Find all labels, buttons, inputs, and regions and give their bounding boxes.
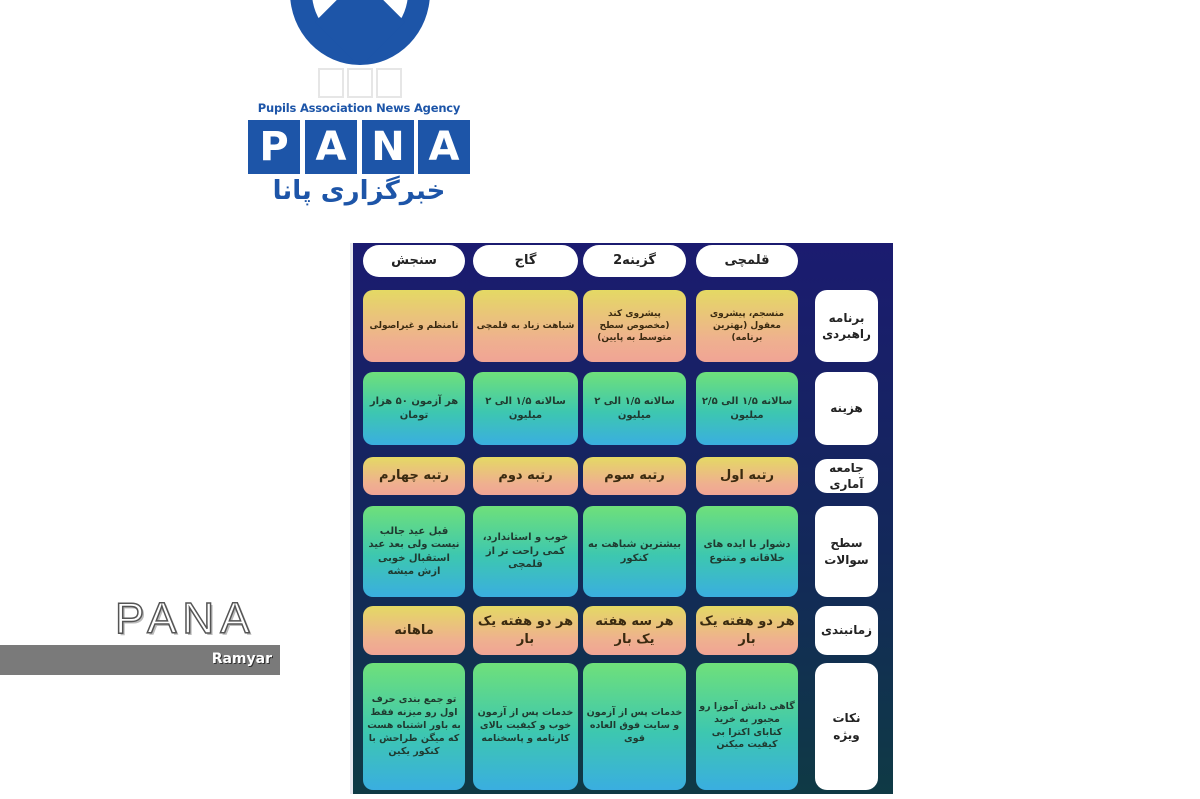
logo-decor-box (318, 68, 344, 98)
logo-tagline: Pupils Association News Agency (257, 101, 461, 115)
watermark-author: Ramyar (211, 651, 272, 667)
table-cell: قبل عید جالب نیست ولی بعد عید استقبال خو… (363, 506, 465, 597)
table-cell: خوب و استاندارد، کمی راحت تر از قلمچی (473, 506, 578, 597)
column-header: سنجش (363, 245, 465, 277)
table-cell: سالانه ۱/۵ الی ۲/۵ میلیون (696, 372, 798, 445)
logo-letter: A (418, 120, 470, 174)
logo-persian-name: خبرگزاری پانا (272, 176, 446, 206)
watermark-bar: Ramyar (0, 645, 280, 675)
table-cell: هر دو هفته یک بار (473, 606, 578, 655)
table-cell: رتبه چهارم (363, 457, 465, 495)
table-cell: هر سه هفته یک بار (583, 606, 686, 655)
table-cell: رتبه دوم (473, 457, 578, 495)
table-cell: پیشروی کند (مخصوص سطح متوسط به پایین) (583, 290, 686, 362)
column-header: قلمچی (696, 245, 798, 277)
logo-letter: N (362, 120, 414, 174)
table-cell: تو جمع بندی حرف اول رو میزنه فقط به باور… (363, 663, 465, 790)
table-cell: گاهی دانش آموزا رو مجبور به خرید کتابای … (696, 663, 798, 790)
table-cell: خدمات پس از آزمون و سایت فوق العاده قوی (583, 663, 686, 790)
row-label: زمانبندی (815, 606, 878, 655)
table-cell: دشوار با ایده های خلاقانه و متنوع (696, 506, 798, 597)
table-cell: سالانه ۱/۵ الی ۲ میلیون (473, 372, 578, 445)
table-cell: هر دو هفته یک بار (696, 606, 798, 655)
logo-decor-box (347, 68, 373, 98)
table-cell: نامنظم و غیراصولی (363, 290, 465, 362)
logo-decor-box (376, 68, 402, 98)
logo-letter: P (248, 120, 300, 174)
table-cell: رتبه سوم (583, 457, 686, 495)
table-cell: سالانه ۱/۵ الی ۲ میلیون (583, 372, 686, 445)
row-label: جامعه آماری (815, 459, 878, 493)
table-cell: رتبه اول (696, 457, 798, 495)
row-label: نکات ویژه (815, 663, 878, 790)
column-header: گاج (473, 245, 578, 277)
row-label: هزینه (815, 372, 878, 445)
table-cell: منسجم، پیشروی معقول (بهترین برنامه) (696, 290, 798, 362)
table-cell: ماهانه (363, 606, 465, 655)
row-label: برنامه راهبردی (815, 290, 878, 362)
logo-letter: A (305, 120, 357, 174)
table-cell: هر آزمون ۵۰ هزار تومان (363, 372, 465, 445)
row-label: سطح سوالات (815, 506, 878, 597)
column-header: گزینه2 (583, 245, 686, 277)
watermark-brand: PANA (114, 594, 256, 643)
table-cell: بیشترین شباهت به کنکور (583, 506, 686, 597)
table-cell: شباهت زیاد به قلمچی (473, 290, 578, 362)
table-cell: خدمات پس از آزمون خوب و کیفیت بالای کارن… (473, 663, 578, 790)
